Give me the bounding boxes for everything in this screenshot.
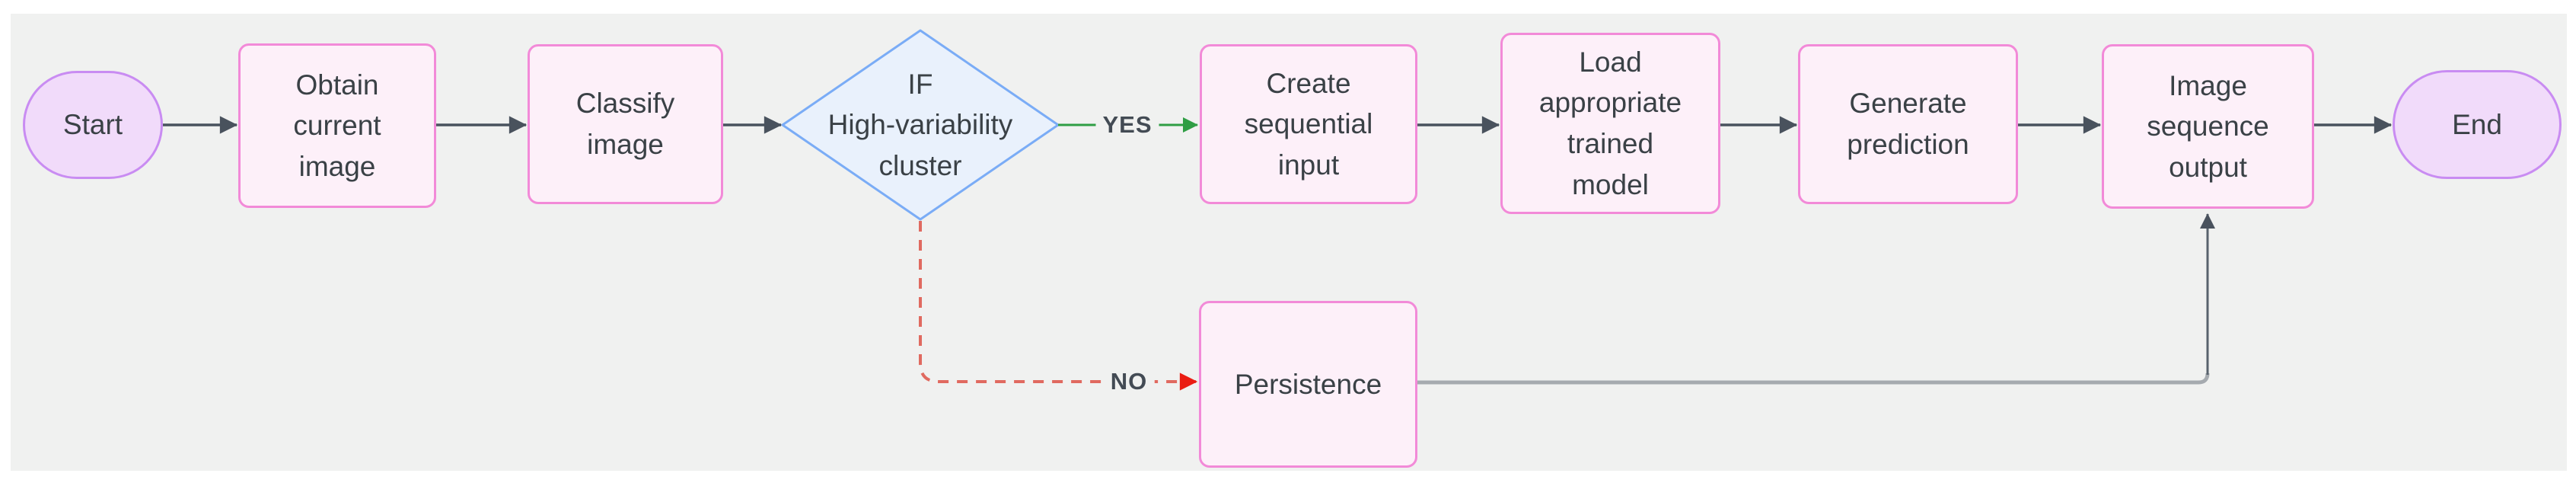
node-start-label: Start bbox=[62, 109, 123, 141]
node-obtain-current-image-label: Obtain current image bbox=[293, 69, 381, 182]
node-decision-label: IF High-variability cluster bbox=[827, 68, 1013, 181]
node-end[interactable]: End bbox=[2393, 70, 2562, 179]
node-image-sequence-output[interactable]: Image sequence output bbox=[2102, 44, 2314, 209]
node-decision-label-box: IF High-variability cluster bbox=[783, 30, 1058, 219]
node-create-sequential-input-label: Create sequential input bbox=[1244, 67, 1373, 181]
node-create-sequential-input[interactable]: Create sequential input bbox=[1200, 44, 1417, 204]
node-generate-prediction-label: Generate prediction bbox=[1847, 88, 1969, 160]
node-persistence[interactable]: Persistence bbox=[1199, 301, 1417, 468]
node-classify-image[interactable]: Classify image bbox=[528, 44, 723, 204]
branch-label-yes: YES bbox=[1095, 111, 1159, 139]
node-classify-image-label: Classify image bbox=[575, 88, 675, 160]
node-load-appropriate-trained-model[interactable]: Load appropriate trained model bbox=[1500, 33, 1720, 214]
node-end-label: End bbox=[2452, 108, 2502, 140]
branch-label-no: NO bbox=[1103, 368, 1155, 395]
node-image-sequence-output-label: Image sequence output bbox=[2147, 69, 2269, 183]
node-start[interactable]: Start bbox=[23, 71, 163, 179]
node-generate-prediction[interactable]: Generate prediction bbox=[1798, 44, 2018, 204]
node-obtain-current-image[interactable]: Obtain current image bbox=[238, 43, 436, 208]
node-load-appropriate-trained-model-label: Load appropriate trained model bbox=[1538, 46, 1682, 200]
node-persistence-label: Persistence bbox=[1234, 368, 1382, 400]
